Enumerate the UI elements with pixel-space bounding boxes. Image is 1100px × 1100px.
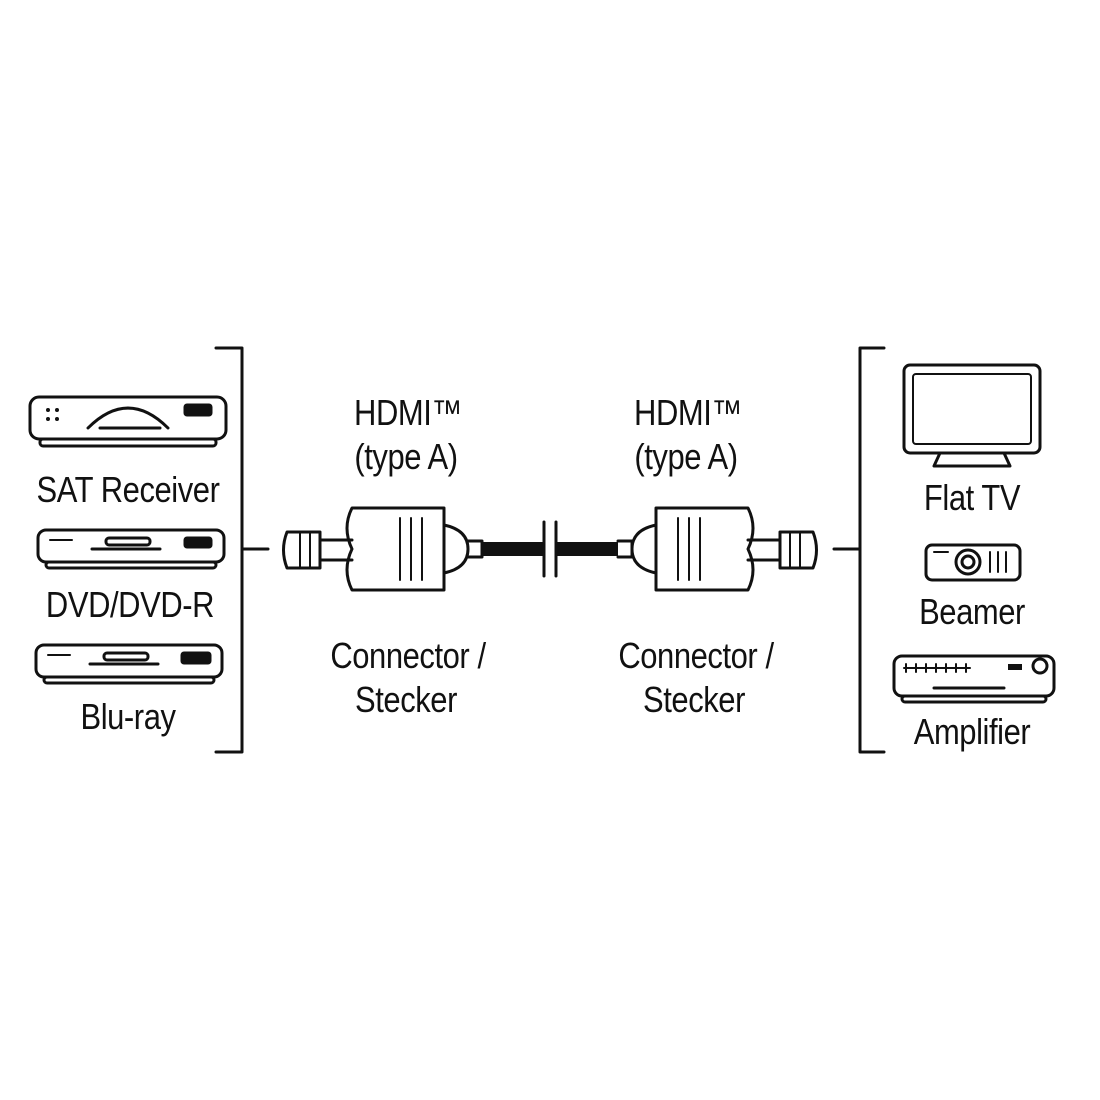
left-hdmi-connector xyxy=(282,506,484,592)
bluray-player-icon xyxy=(34,643,224,685)
right-bracket xyxy=(832,346,886,754)
flat-tv-label: Flat TV xyxy=(923,477,1021,518)
dvd-label: DVD/DVD-R xyxy=(45,584,215,625)
right-connector-type-line1: HDMI™ xyxy=(634,392,742,433)
dvd-player-icon xyxy=(36,528,226,570)
left-connector-type-line2: (type A) xyxy=(354,436,458,477)
flat-tv-icon xyxy=(902,363,1042,468)
bluray-label: Blu-ray xyxy=(80,696,176,737)
left-bracket xyxy=(214,346,270,754)
sat-receiver-icon xyxy=(28,395,228,448)
right-connector-name-line2: Stecker xyxy=(643,679,745,720)
right-connector-name-line1: Connector / xyxy=(618,635,774,676)
amplifier-icon xyxy=(892,654,1056,704)
left-connector-name-line1: Connector / xyxy=(330,635,486,676)
right-hdmi-connector xyxy=(616,506,818,592)
left-connector-name-line2: Stecker xyxy=(355,679,457,720)
amplifier-label: Amplifier xyxy=(913,711,1031,752)
cable xyxy=(482,520,618,578)
projector-icon xyxy=(924,543,1022,582)
left-connector-type-line1: HDMI™ xyxy=(354,392,462,433)
beamer-label: Beamer xyxy=(919,591,1025,632)
right-connector-type-line2: (type A) xyxy=(634,436,738,477)
sat-receiver-label: SAT Receiver xyxy=(36,469,220,510)
